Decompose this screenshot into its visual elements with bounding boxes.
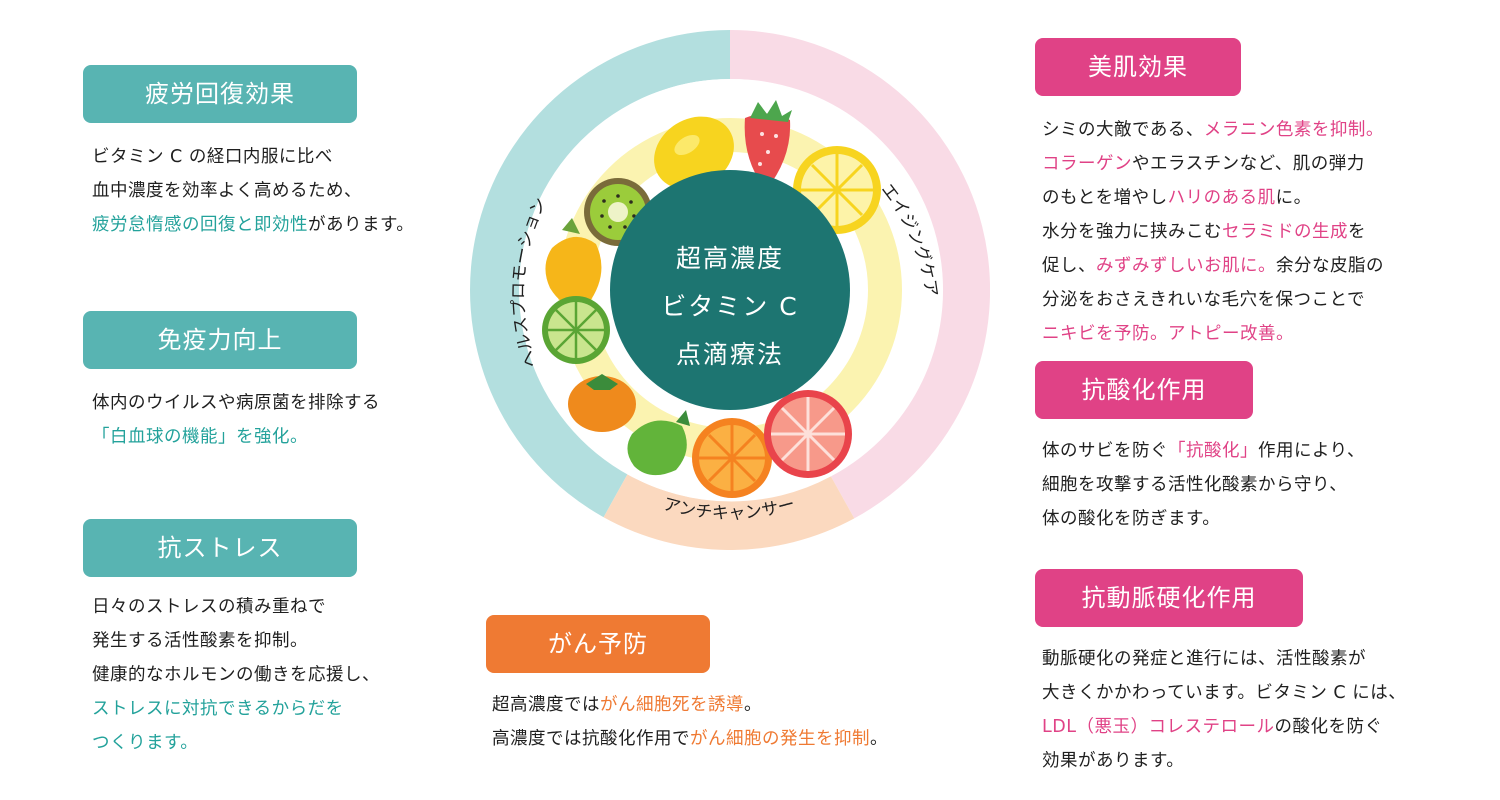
text-line: 日々のストレスの積み重ねで [92, 597, 326, 617]
text-line: 水分を強力に挟みこむセラミドの生成を [1042, 215, 1384, 249]
text-line: コラーゲンやエラスチンなど、肌の弾力 [1042, 147, 1384, 181]
cancer-prevention-text: 超高濃度ではがん細胞死を誘導。 高濃度では抗酸化作用でがん細胞の発生を抑制。 [492, 688, 888, 756]
text-line: 高濃度では抗酸化作用でがん細胞の発生を抑制。 [492, 722, 888, 756]
highlight-text: つくります。 [92, 733, 199, 753]
fatigue-recovery-text: ビタミン C の経口内服に比べ 血中濃度を効率よく高めるため、 疲労怠惰感の回復… [92, 140, 414, 242]
fatigue-recovery-heading: 疲労回復効果 [83, 65, 357, 123]
text-segment: 促し、 [1042, 256, 1096, 276]
immunity-text: 体内のウイルスや病原菌を排除する 「白血球の機能」を強化。 [92, 386, 380, 454]
text-line: 分泌をおさえきれいな毛穴を保つことで [1042, 290, 1365, 310]
grapefruit-slice-icon [764, 390, 852, 478]
text-line: 健康的なホルモンの働きを応援し、 [92, 665, 380, 685]
highlight-text: メラニン色素を抑制。 [1203, 120, 1384, 140]
antioxidant-heading: 抗酸化作用 [1035, 361, 1253, 419]
ring-aging-sector [730, 30, 990, 519]
text-line: 細胞を攻撃する活性化酸素から守り、 [1042, 475, 1348, 495]
highlight-text: コラーゲン [1042, 154, 1132, 174]
anti-arteriosclerosis-heading: 抗動脈硬化作用 [1035, 569, 1303, 627]
antioxidant-text: 体のサビを防ぐ「抗酸化」作用により、 細胞を攻撃する活性化酸素から守り、 体の酸… [1042, 434, 1365, 536]
highlight-text: 「白血球の機能」を強化。 [92, 427, 308, 447]
beauty-skin-text: シミの大敵である、メラニン色素を抑制。 コラーゲンやエラスチンなど、肌の弾力 の… [1042, 113, 1384, 351]
text-segment: 水分を強力に挟みこむ [1042, 222, 1222, 242]
text-segment: やエラスチンなど、肌の弾力 [1132, 154, 1365, 174]
anti-arteriosclerosis-text: 動脈硬化の発症と進行には、活性酸素が 大きくかかわっています。ビタミン C には… [1042, 642, 1406, 778]
highlight-text: ハリのある肌 [1167, 188, 1276, 208]
text-segment: の酸化を防ぐ [1274, 717, 1383, 737]
highlight-text: ストレスに対抗できるからだを [92, 699, 344, 719]
center-title-line1: 超高濃度 [676, 244, 784, 273]
text-line: シミの大敵である、メラニン色素を抑制。 [1042, 113, 1384, 147]
immunity-heading: 免疫力向上 [83, 311, 357, 369]
persimmon-icon [568, 374, 636, 432]
anti-stress-heading: 抗ストレス [83, 519, 357, 577]
text-line: 超高濃度ではがん細胞死を誘導。 [492, 688, 888, 722]
yellow-pepper-icon [545, 218, 602, 307]
orange-slice-icon [692, 418, 772, 498]
center-title-line2: ビタミン C [661, 292, 798, 321]
text-segment: 高濃度では抗酸化作用で [492, 729, 690, 749]
center-disc [610, 170, 850, 410]
highlight-text: LDL（悪玉）コレステロール [1042, 717, 1275, 737]
lime-slice-icon [542, 296, 610, 364]
strawberry-icon [744, 100, 792, 190]
text-segment: 。 [744, 695, 762, 715]
cancer-prevention-heading: がん予防 [486, 615, 710, 673]
text-line: のもとを増やしハリのある肌に。 [1042, 181, 1384, 215]
green-pepper-icon [627, 410, 690, 476]
text-line: 動脈硬化の発症と進行には、活性酸素が [1042, 649, 1366, 669]
text-line: 体の酸化を防ぎます。 [1042, 509, 1221, 529]
text-segment: 余分な皮脂の [1276, 256, 1384, 276]
text-segment: のもとを増やし [1042, 188, 1168, 208]
text-line: 疲労怠惰感の回復と即効性があります。 [92, 208, 414, 242]
highlight-text: がん細胞の発生を抑制 [690, 729, 870, 749]
ring-cancer-sector [603, 474, 855, 550]
vitamin-c-wheel: ヘルスプロモーション エイジングケア アンチキャンサー [470, 30, 990, 550]
text-line: 体内のウイルスや病原菌を排除する [92, 393, 380, 413]
highlight-text: 「抗酸化」 [1168, 441, 1258, 461]
text-line: 体のサビを防ぐ「抗酸化」作用により、 [1042, 434, 1365, 468]
anti-stress-text: 日々のストレスの積み重ねで 発生する活性酸素を抑制。 健康的なホルモンの働きを応… [92, 590, 380, 760]
center-title-line3: 点滴療法 [676, 340, 784, 369]
text-segment: に。 [1275, 188, 1312, 208]
text-line: 効果があります。 [1042, 751, 1185, 771]
text-segment: があります。 [308, 215, 415, 235]
text-segment: 。 [870, 729, 888, 749]
text-segment: を [1348, 222, 1366, 242]
text-segment: 超高濃度では [492, 695, 600, 715]
ring-health-sector [470, 30, 730, 518]
beauty-skin-heading: 美肌効果 [1035, 38, 1241, 96]
text-line: LDL（悪玉）コレステロールの酸化を防ぐ [1042, 710, 1406, 744]
highlight-text: みずみずしいお肌に。 [1096, 256, 1276, 276]
text-line: ビタミン C の経口内服に比べ [92, 147, 333, 167]
text-segment: 作用により、 [1258, 441, 1365, 461]
highlight-text: セラミドの生成 [1222, 222, 1348, 242]
highlight-text: ニキビを予防。アトピー改善。 [1042, 324, 1294, 344]
highlight-text: 疲労怠惰感の回復と即効性 [92, 215, 308, 235]
text-line: 大きくかかわっています。ビタミン C には、 [1042, 683, 1407, 703]
text-line: 血中濃度を効率よく高めるため、 [92, 181, 362, 201]
text-line: 促し、みずみずしいお肌に。余分な皮脂の [1042, 249, 1384, 283]
text-line: 発生する活性酸素を抑制。 [92, 631, 308, 651]
text-segment: シミの大敵である、 [1042, 120, 1204, 140]
text-segment: 体のサビを防ぐ [1042, 441, 1168, 461]
highlight-text: がん細胞死を誘導 [600, 695, 744, 715]
